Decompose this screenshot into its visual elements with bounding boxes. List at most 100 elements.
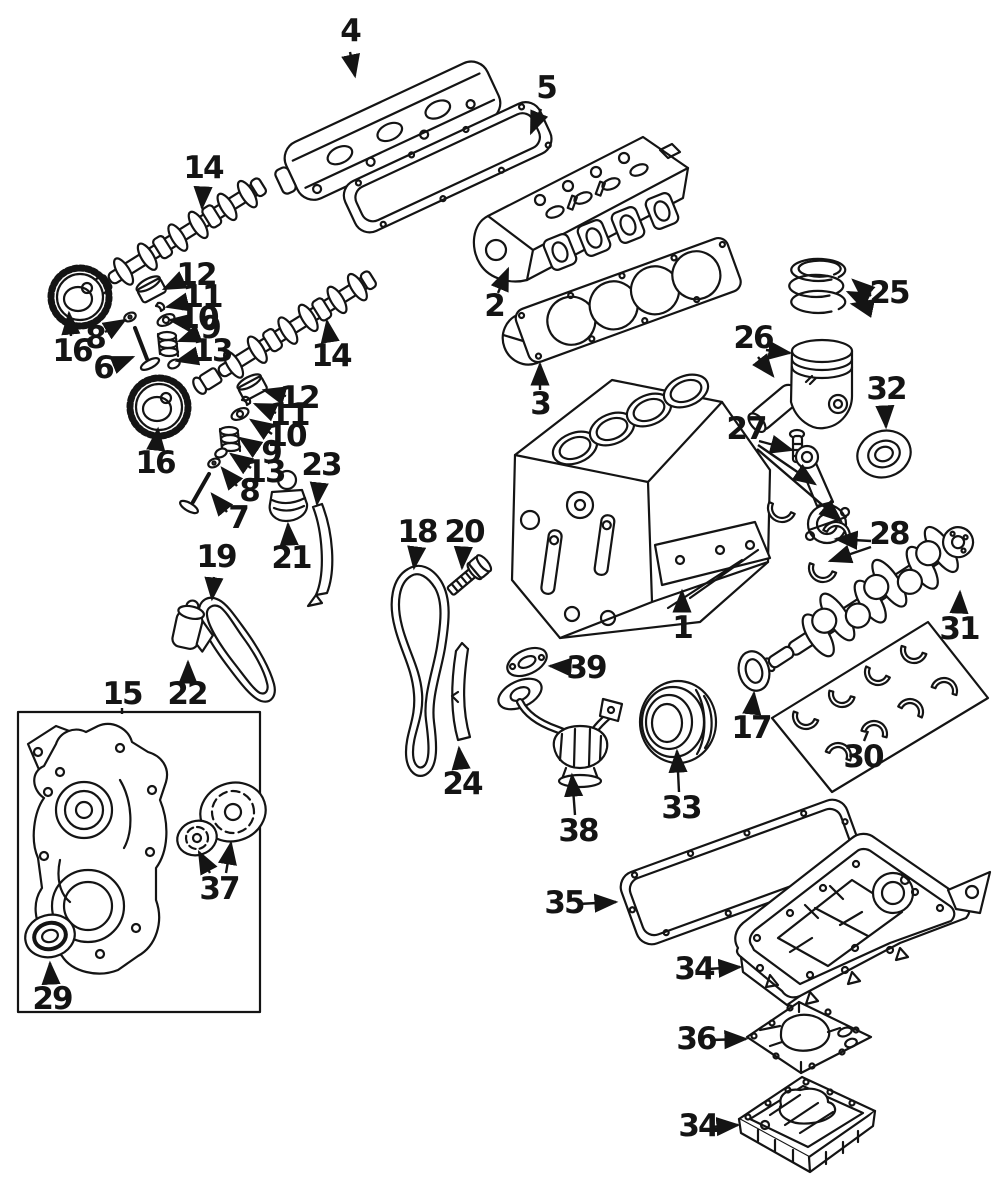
callout-label-12: 12 — [176, 257, 215, 293]
valve-spring-upper — [156, 330, 180, 358]
callout-4-leader — [341, 51, 360, 79]
callout-label-3: 3 — [530, 386, 550, 422]
callout-18-leader — [407, 545, 427, 571]
callout-6-leader — [109, 355, 136, 374]
callout-9-leader — [238, 436, 264, 458]
callout-label-37: 37 — [199, 871, 239, 907]
callout-label-15: 15 — [102, 676, 142, 712]
callout-label-33: 33 — [661, 790, 701, 826]
callout-23-leader — [309, 481, 329, 507]
callout-label-13: 13 — [192, 333, 232, 369]
callout-11-leader — [252, 402, 279, 422]
spring-seat-lower — [207, 457, 221, 469]
chain-tensioner-upper — [268, 469, 309, 523]
camshaft-exhaust — [192, 270, 378, 395]
callout-31-leader — [949, 589, 969, 615]
spring-seat-upper — [123, 311, 137, 323]
callout-label-23: 23 — [301, 447, 341, 483]
balance-chain — [197, 596, 276, 703]
callout-label-26: 26 — [733, 320, 773, 356]
callout-label-36: 36 — [676, 1021, 716, 1057]
callout-label-16: 16 — [135, 445, 175, 481]
spring-retainer-lower — [230, 406, 250, 422]
callout-13-leader — [229, 452, 255, 475]
callout-label-12: 12 — [279, 380, 318, 416]
callout-label-11: 11 — [269, 397, 309, 433]
callout-label-6: 6 — [93, 350, 113, 386]
callout-9-leader — [176, 324, 203, 343]
callout-36-leader — [709, 1030, 749, 1050]
callout-label-5: 5 — [536, 70, 556, 106]
cylinder-head — [472, 135, 690, 283]
callout-label-22: 22 — [167, 676, 206, 712]
callout-14-leader — [320, 318, 340, 344]
valve-keeper-upper — [154, 301, 166, 313]
head-gasket — [501, 236, 742, 366]
callout-14-leader — [193, 185, 213, 211]
callout-27-leader — [758, 435, 795, 454]
callout-label-14: 14 — [311, 338, 352, 374]
oil-pan-upper — [734, 832, 992, 1007]
callout-11-leader — [164, 292, 191, 312]
callout-label-7: 7 — [228, 500, 248, 536]
callout-label-18: 18 — [397, 514, 437, 550]
callout-label-35: 35 — [544, 885, 584, 921]
callout-label-32: 32 — [866, 371, 905, 407]
callout-28-leader — [827, 544, 872, 564]
callout-29-leader — [41, 960, 61, 986]
callout-21-leader — [279, 521, 299, 547]
chain-guide-straight — [450, 641, 472, 742]
callout-label-10: 10 — [266, 418, 307, 454]
callout-label-13: 13 — [245, 454, 285, 490]
callout-38-leader — [564, 772, 584, 816]
callout-7-leader — [210, 492, 234, 517]
callout-10-leader — [249, 418, 275, 440]
callout-label-34: 34 — [678, 1108, 719, 1144]
cam-sprocket-lower — [126, 374, 192, 440]
callout-label-31: 31 — [939, 611, 979, 647]
callout-label-11: 11 — [182, 279, 222, 315]
crankshaft — [763, 525, 975, 673]
valve-lifter-upper — [135, 275, 167, 304]
callout-label-20: 20 — [444, 514, 485, 550]
callout-label-27: 27 — [726, 411, 766, 447]
callout-30-leader — [862, 730, 870, 742]
callout-39-leader — [547, 657, 573, 677]
callout-12-leader — [161, 271, 188, 291]
callout-8-leader — [101, 318, 128, 340]
callout-label-14: 14 — [183, 150, 224, 186]
tensioner-bolt — [446, 554, 493, 596]
front-cover-box — [16, 710, 262, 1014]
callout-13-leader — [174, 346, 201, 366]
oil-pan-gasket — [619, 798, 865, 946]
chain-tensioner-lower — [171, 599, 214, 653]
callout-27-leader — [757, 444, 817, 486]
callout-24-leader — [451, 745, 471, 771]
valve-intake — [133, 326, 161, 371]
callout-25-leader — [851, 278, 876, 302]
pickup-gasket — [506, 646, 548, 678]
callout-label-30: 30 — [843, 739, 884, 775]
seal-32 — [856, 429, 912, 479]
main-bearings-box — [770, 620, 990, 794]
piston — [789, 338, 854, 430]
callout-37-leader — [217, 840, 237, 874]
callout-label-34: 34 — [674, 951, 715, 987]
callout-19-leader — [204, 576, 224, 602]
valve-spring-lower — [218, 425, 242, 453]
callout-25-leader — [845, 290, 872, 310]
callout-label-24: 24 — [442, 766, 483, 802]
callout-12-leader — [261, 386, 288, 405]
valve-keeper-lower — [240, 395, 252, 407]
front-seal — [24, 913, 76, 959]
callout-17-leader — [742, 690, 762, 716]
valve-lifter-lower — [236, 373, 268, 402]
callout-label-29: 29 — [32, 981, 72, 1017]
callout-2-leader — [490, 266, 510, 294]
engine-block — [510, 373, 772, 640]
callout-16-leader — [146, 426, 166, 452]
chain-guide-curved — [306, 502, 334, 608]
callout-20-leader — [453, 545, 473, 571]
